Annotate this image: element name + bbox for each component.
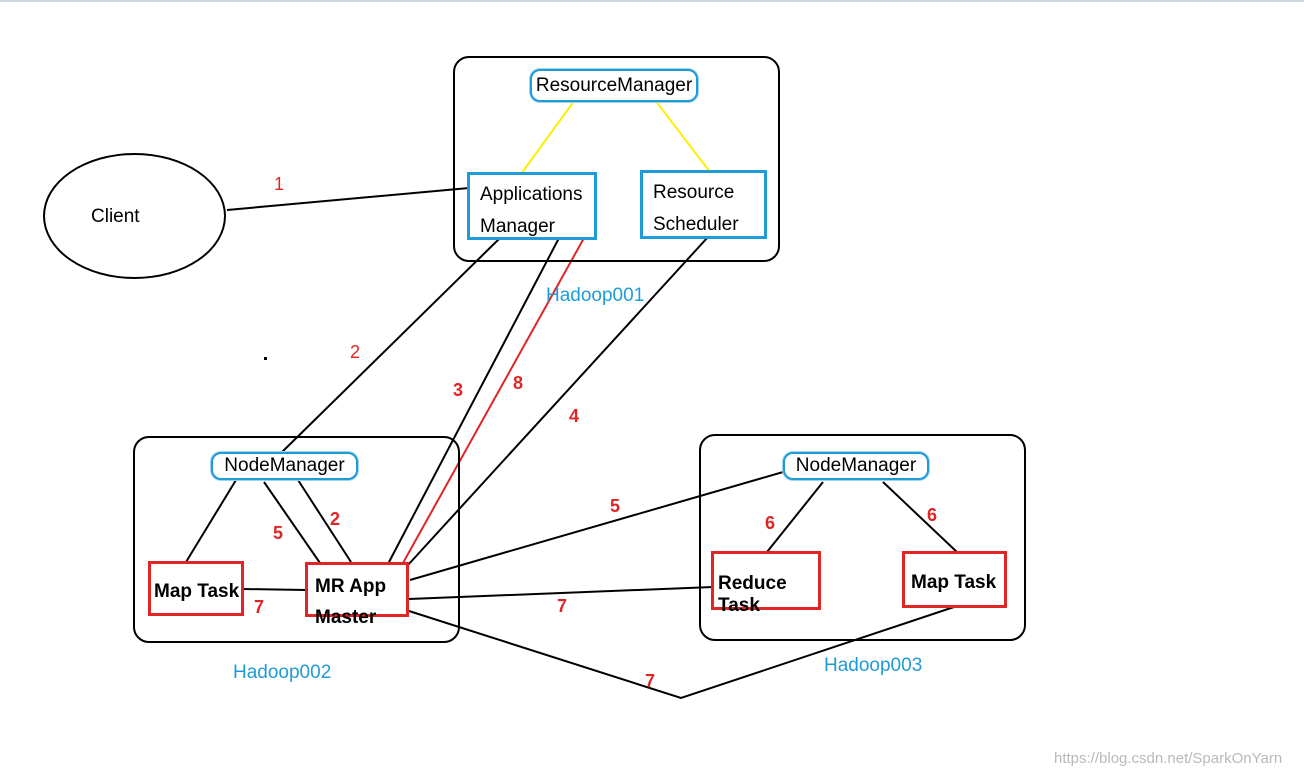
rm-to-apps-link [520, 96, 578, 175]
watermark: https://blog.csdn.net/SparkOnYarn [1054, 750, 1283, 767]
nm002-to-mrapp-link-a [263, 481, 321, 564]
reduce-task-label: Reduce Task [718, 573, 787, 616]
resource-scheduler-line-1: Resource [653, 182, 735, 203]
step-label-2-inner: 2 [330, 509, 341, 529]
mr-app-master-line-2: Master [315, 607, 377, 628]
stray-dot [264, 357, 267, 360]
step-label-6-map: 6 [927, 505, 938, 525]
hadoop003-host [699, 434, 1026, 641]
map-task-002-node: Map Task [148, 561, 244, 616]
maptask-to-mrapp-link [242, 588, 307, 591]
applications-manager-line-2: Manager [480, 216, 555, 237]
client-to-apps-link [226, 187, 470, 211]
node-manager-003-node: NodeManager [783, 452, 929, 480]
resource-scheduler-node: Resource Scheduler [640, 170, 767, 239]
step-label-7-maptask: 7 [254, 597, 265, 617]
apps-to-mrapp-link [388, 237, 560, 563]
hadoop003-label: Hadoop003 [824, 655, 923, 676]
map-task-003-label: Map Task [911, 572, 997, 593]
nm002-to-maptask-link [185, 479, 237, 563]
map-task-002-label: Map Task [154, 581, 240, 602]
mrapp-to-maptask003-link [408, 605, 958, 700]
mr-app-master-node: MR App Master [305, 562, 409, 628]
applications-manager-node: Applications Manager [467, 172, 597, 240]
step-label-5-inner: 5 [273, 523, 284, 543]
applications-manager-line-1: Applications [480, 184, 583, 205]
step-label-5-to-nm003: 5 [610, 496, 621, 516]
hadoop002-host [133, 436, 460, 643]
nm003-to-maptask003-link [882, 481, 959, 554]
apps-to-nm002-link [278, 237, 501, 456]
step-label-7-bottom: 7 [645, 671, 656, 691]
map-task-003-node: Map Task [902, 551, 1007, 608]
mrapp-to-apps-red-link [402, 237, 585, 564]
top-border-line [0, 0, 1304, 2]
step-label-1: 1 [274, 174, 285, 194]
hadoop001-host [453, 56, 780, 262]
step-label-7-reduce: 7 [557, 596, 568, 616]
mrapp-to-nm003-link [409, 469, 791, 581]
hadoop001-label: Hadoop001 [546, 285, 645, 306]
client-label: Client [91, 206, 140, 227]
rm-to-scheduler-link [654, 99, 711, 173]
step-label-4: 4 [569, 406, 580, 426]
step-label-3: 3 [453, 380, 464, 400]
resource-manager-node: ResourceManager [530, 69, 698, 102]
hadoop002-label: Hadoop002 [233, 662, 332, 683]
step-label-8: 8 [513, 373, 524, 393]
nm003-to-reduce-link [766, 481, 824, 553]
mr-app-master-line-1: MR App [315, 576, 387, 597]
step-label-2: 2 [350, 342, 361, 362]
reduce-task-node: Reduce Task [711, 551, 821, 616]
nm002-to-mrapp-link-b [297, 479, 352, 563]
node-manager-002-node: NodeManager [211, 452, 358, 480]
step-label-6-reduce: 6 [765, 513, 776, 533]
resource-scheduler-line-2: Scheduler [653, 214, 739, 235]
client-node [43, 153, 226, 279]
